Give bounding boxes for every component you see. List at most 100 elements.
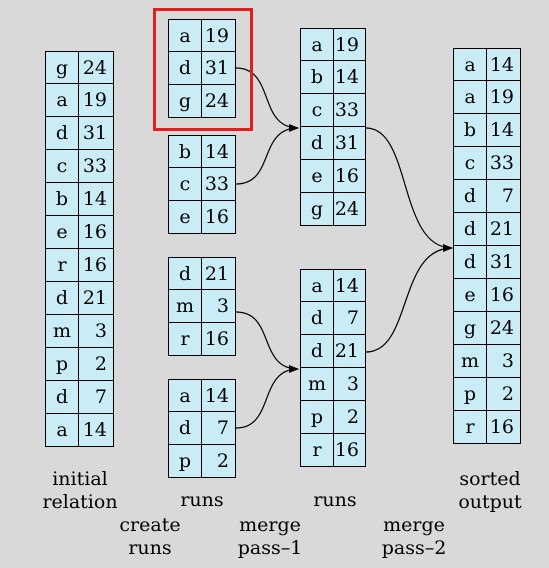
arrow-pass1b-to-output xyxy=(365,247,453,353)
value-cell: 14 xyxy=(82,188,107,210)
arrow-pass1a-to-output xyxy=(365,127,453,252)
arrow-run4-to-pass1 xyxy=(235,368,299,429)
arrow-run2-to-pass1 xyxy=(235,127,299,185)
label-merge-pass-2: merge pass–2 xyxy=(381,514,447,559)
arrow-run1-to-pass1 xyxy=(235,67,299,132)
key-cell: d xyxy=(169,52,202,84)
label-create-runs: create runs xyxy=(119,514,181,559)
value-cell: 31 xyxy=(82,122,107,144)
key-cell: c xyxy=(46,150,79,182)
key-cell: p xyxy=(301,401,334,433)
value-cell: 2 xyxy=(94,353,107,375)
key-cell: g xyxy=(169,85,202,117)
key-cell: e xyxy=(454,279,487,311)
value-cell: 21 xyxy=(334,340,359,362)
value-cell: 21 xyxy=(204,262,229,285)
value-cell: 16 xyxy=(489,284,514,306)
value-cell: 14 xyxy=(334,274,359,297)
key-cell: d xyxy=(301,127,334,159)
value-cell: 2 xyxy=(346,406,359,428)
value-cell: 19 xyxy=(489,86,514,108)
value-cell: 19 xyxy=(334,33,359,56)
key-cell: d xyxy=(46,381,79,413)
key-cell: b xyxy=(454,114,487,146)
key-cell: m xyxy=(454,345,487,377)
key-cell: a xyxy=(46,414,79,446)
value-cell: 16 xyxy=(334,165,359,187)
key-cell: c xyxy=(454,147,487,179)
value-cell: 24 xyxy=(82,56,107,79)
value-cell: 16 xyxy=(82,254,107,276)
value-cell: 3 xyxy=(346,373,359,395)
value-cell: 16 xyxy=(489,416,514,438)
key-cell: r xyxy=(169,323,202,355)
key-cell: d xyxy=(454,213,487,245)
key-cell: d xyxy=(169,258,202,289)
label-initial-relation: initial relation xyxy=(42,468,118,513)
value-cell: 24 xyxy=(204,90,229,112)
key-cell: a xyxy=(169,20,202,51)
value-cell: 2 xyxy=(216,450,229,472)
label-sorted-output: sorted output xyxy=(458,468,522,513)
key-cell: e xyxy=(169,201,202,233)
value-cell: 7 xyxy=(501,185,514,207)
value-cell: 33 xyxy=(489,152,514,174)
value-cell: 31 xyxy=(489,251,514,273)
key-cell: d xyxy=(46,282,79,314)
key-cell: p xyxy=(169,445,202,477)
value-cell: 19 xyxy=(82,89,107,111)
value-cell: 2 xyxy=(501,383,514,405)
key-cell: r xyxy=(46,249,79,281)
label-runs-2: runs xyxy=(313,489,357,511)
value-cell: 33 xyxy=(82,155,107,177)
key-cell: e xyxy=(301,160,334,192)
value-cell: 21 xyxy=(82,287,107,309)
value-cell: 16 xyxy=(204,206,229,228)
value-cell: 14 xyxy=(334,66,359,88)
value-cell: 7 xyxy=(216,417,229,439)
arrow-run3-to-pass1 xyxy=(235,311,299,373)
value-cell: 33 xyxy=(334,99,359,121)
key-cell: r xyxy=(454,411,487,443)
key-cell: a xyxy=(46,84,79,116)
value-cell: 33 xyxy=(204,173,229,195)
value-cell: 16 xyxy=(334,439,359,461)
key-cell: a xyxy=(454,49,487,80)
key-cell: b xyxy=(301,61,334,93)
key-cell: d xyxy=(169,412,202,444)
